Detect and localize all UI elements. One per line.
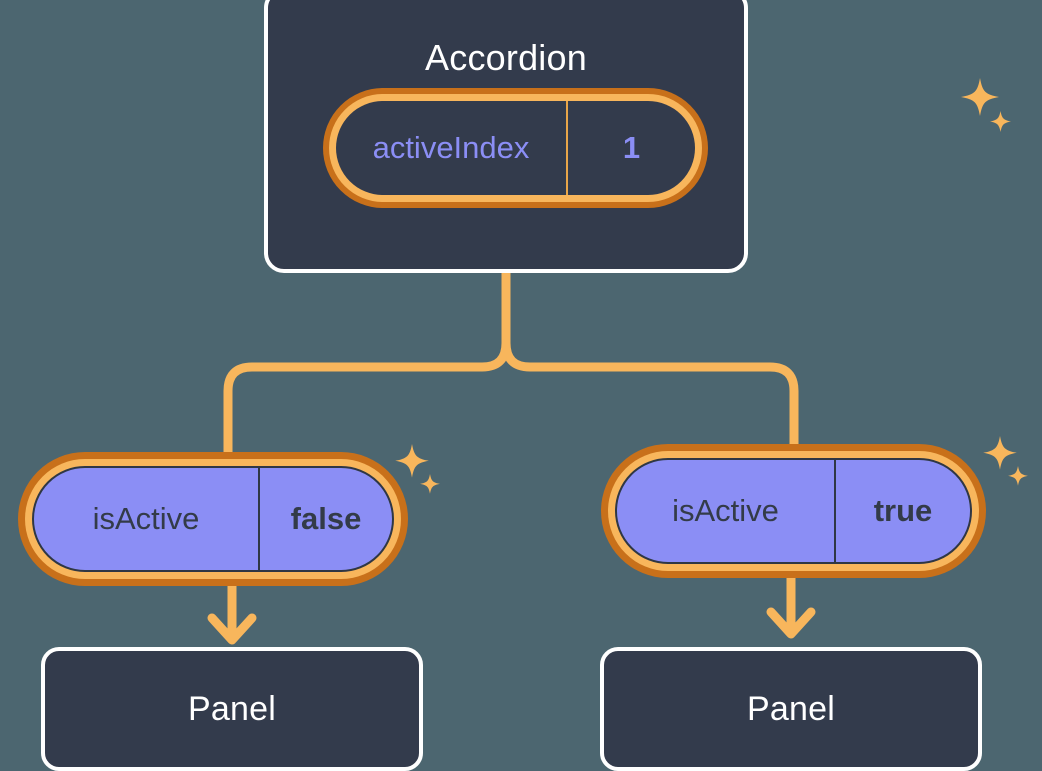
prop-key-label: isActive xyxy=(34,468,260,570)
prop-key-label: isActive xyxy=(617,460,836,562)
sparkle-icon xyxy=(978,434,1036,492)
sparkle-icon xyxy=(954,76,1018,140)
panel-title: Panel xyxy=(188,690,276,728)
state-key-label: activeIndex xyxy=(336,101,568,195)
pill-body: isActive true xyxy=(615,458,972,564)
prop-value-label: false xyxy=(290,501,362,536)
accordion-node[interactable]: Accordion activeIndex 1 xyxy=(264,0,1011,273)
pill-body: isActive false xyxy=(32,466,394,572)
wire-branch-right xyxy=(501,338,799,453)
panel-node-right[interactable]: Panel xyxy=(600,647,982,771)
accordion-title: Accordion xyxy=(425,37,587,78)
arrow-down-right-head xyxy=(766,607,816,639)
state-pill-is-active-true[interactable]: isActive true xyxy=(601,444,986,578)
state-value-label: 1 xyxy=(622,130,641,165)
panel-node-left[interactable]: Panel xyxy=(41,647,423,771)
wire-branch-left xyxy=(223,338,511,457)
prop-value-label: true xyxy=(873,493,933,528)
state-pill-active-index[interactable]: activeIndex 1 xyxy=(323,88,708,208)
arrow-down-left-head xyxy=(207,613,257,645)
panel-title: Panel xyxy=(747,690,835,728)
pill-body: activeIndex 1 xyxy=(336,101,695,195)
state-pill-is-active-false[interactable]: isActive false xyxy=(18,452,408,586)
